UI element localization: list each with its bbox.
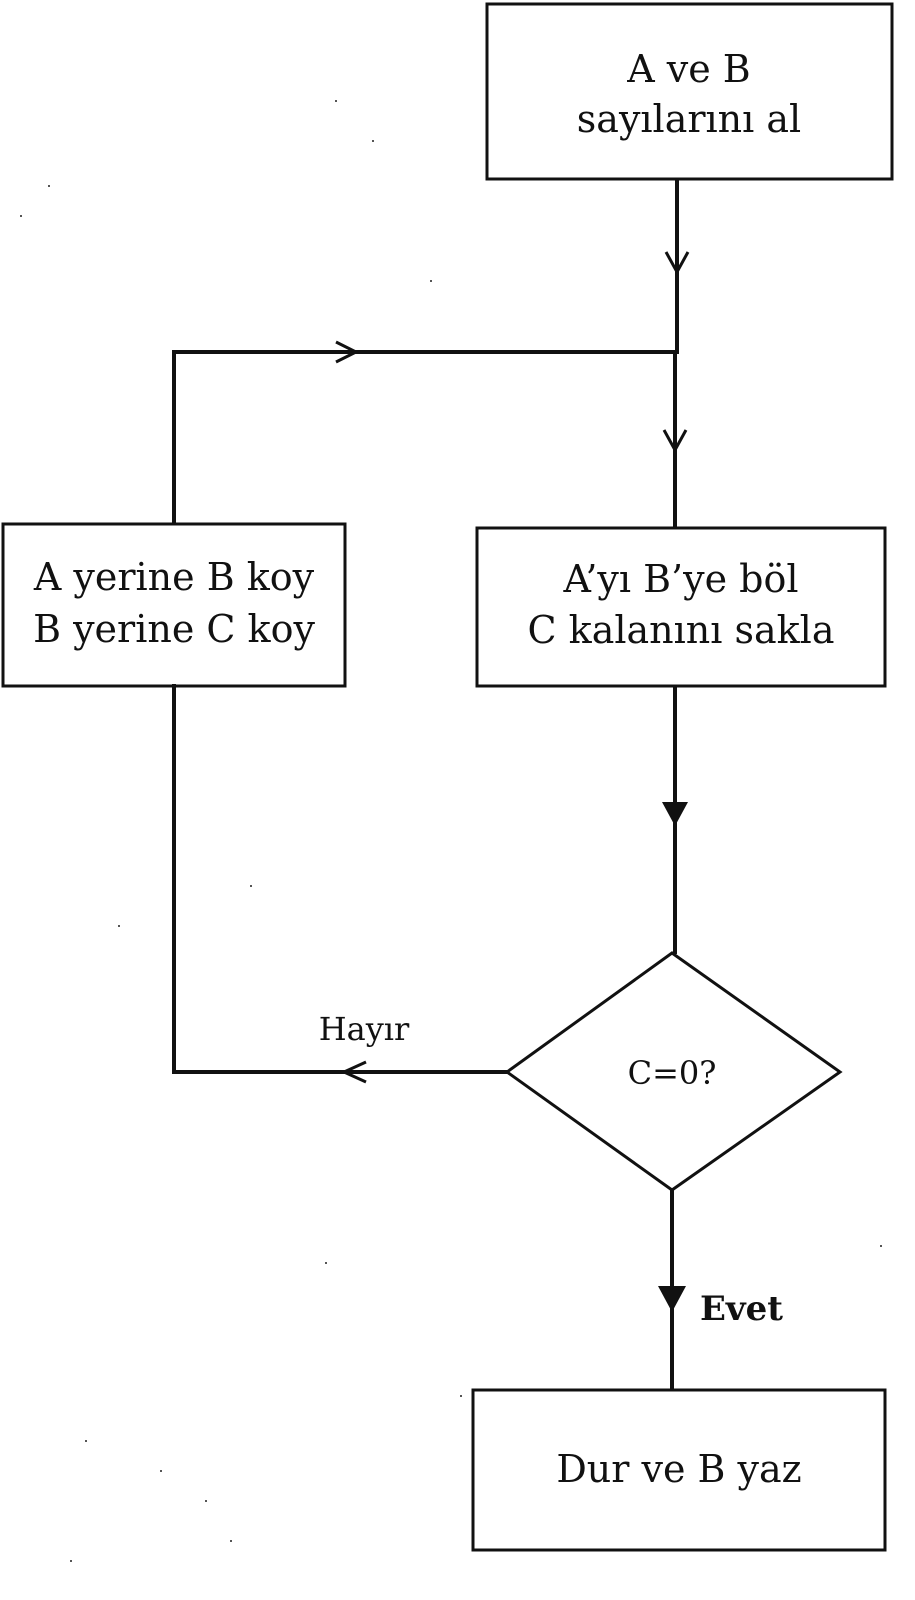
end-node: Dur ve B yaz (471, 1388, 887, 1552)
arrowhead-down-4 (658, 1286, 686, 1312)
yes-branch-label: Evet (700, 1289, 783, 1329)
swap-node: A yerine B koy B yerine C koy (1, 522, 347, 688)
start-node: A ve B sayılarını al (485, 2, 894, 181)
decision-node-label: C=0? (628, 1054, 717, 1092)
arrowhead-down-1 (664, 251, 690, 276)
divide-node-line1: A’yı B’ye böl (562, 557, 798, 601)
arrowhead-right (335, 340, 360, 364)
decision-node: C=0? (504, 951, 843, 1192)
divide-node: A’yı B’ye böl C kalanını sakla (475, 526, 887, 688)
swap-node-line1: A yerine B koy (33, 555, 315, 599)
no-branch-label: Hayır (319, 1010, 410, 1048)
start-node-line1: A ve B (626, 47, 750, 91)
end-node-label: Dur ve B yaz (556, 1447, 801, 1491)
arrowhead-left (340, 1060, 367, 1084)
arrowhead-down-3 (662, 802, 688, 826)
scan-specks (20, 100, 882, 1562)
swap-node-line2: B yerine C koy (33, 607, 315, 651)
start-node-line2: sayılarını al (577, 97, 801, 141)
arrowhead-down-2 (662, 429, 688, 454)
divide-node-line2: C kalanını sakla (528, 608, 835, 652)
